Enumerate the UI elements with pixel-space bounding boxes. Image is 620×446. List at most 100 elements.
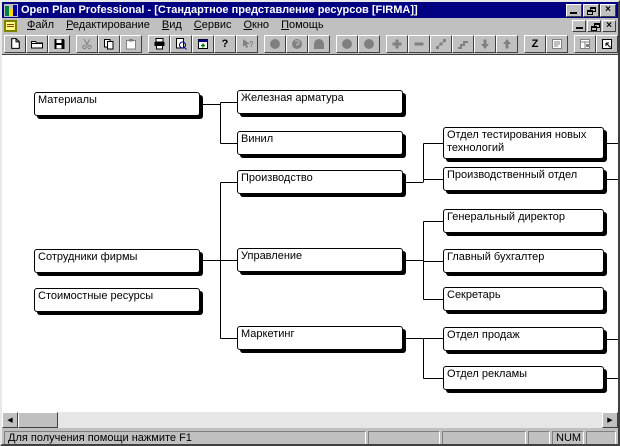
child-restore-button[interactable] [587, 19, 601, 32]
restore-button[interactable] [583, 3, 599, 17]
plus-icon [392, 39, 402, 48]
restore-icon [587, 6, 596, 15]
context-help-button[interactable]: ? [236, 34, 258, 53]
step-chart-button[interactable] [452, 34, 474, 53]
svg-text:?: ? [249, 40, 253, 49]
menu-help[interactable]: Помощь [281, 19, 324, 31]
shape-circle-button-1[interactable] [264, 34, 286, 53]
node-chief-accountant[interactable]: Главный бухгалтер [443, 249, 604, 273]
cut-button[interactable] [76, 34, 98, 53]
shape-circle-button-2[interactable] [336, 34, 358, 53]
node-label: Сотрудники фирмы [38, 251, 138, 263]
app-icon [4, 3, 18, 17]
scroll-right-button[interactable]: ▶ [602, 412, 618, 428]
window-fit-button[interactable] [596, 34, 618, 53]
close-button[interactable]: × [600, 3, 616, 17]
status-bar: Для получения помощи нажмите F1 NUM [2, 428, 618, 444]
help-icon: ? [221, 37, 229, 50]
print-preview-button[interactable] [170, 34, 192, 53]
node-cost-resources[interactable]: Стоимостные ресурсы [34, 288, 200, 312]
edit-resource-button[interactable] [192, 34, 214, 53]
help-button[interactable]: ? [214, 34, 236, 53]
toolbar: ? ? Z [2, 33, 618, 55]
scissors-icon [82, 38, 92, 49]
minimize-button[interactable] [566, 3, 582, 17]
node-marketing[interactable]: Маркетинг [237, 326, 403, 350]
diagram-canvas[interactable]: Материалы Сотрудники фирмы Стоимостные р… [2, 55, 618, 412]
window-split-icon [580, 38, 590, 49]
node-production[interactable]: Производство [237, 170, 403, 194]
menu-view[interactable]: Вид [161, 19, 182, 31]
save-button[interactable] [48, 34, 70, 53]
node-general-director[interactable]: Генеральный директор [443, 209, 604, 233]
scroll-left-button[interactable]: ◀ [2, 412, 18, 428]
shape-circle-button-3[interactable] [358, 34, 380, 53]
circle-icon [342, 38, 352, 49]
copy-button[interactable] [98, 34, 120, 53]
circle-marked-icon [292, 38, 302, 49]
node-secretary[interactable]: Секретарь [443, 287, 604, 311]
node-company-employees[interactable]: Сотрудники фирмы [34, 249, 200, 273]
move-down-button[interactable] [474, 34, 496, 53]
node-production-dept[interactable]: Производственный отдел [443, 167, 604, 191]
node-sales-dept[interactable]: Отдел продаж [443, 327, 604, 351]
sort-z-button[interactable]: Z [524, 34, 546, 53]
status-panel [586, 430, 616, 444]
window-split-button[interactable] [574, 34, 596, 53]
menu-bar: Файл Редактирование Вид Сервис Окно Помо… [2, 18, 618, 33]
link-dots-icon [436, 38, 446, 49]
node-advertising-dept[interactable]: Отдел рекламы [443, 366, 604, 390]
step-chart-icon [458, 40, 468, 49]
rounded-shape-icon [314, 38, 324, 49]
shape-circle-marked-button[interactable] [286, 34, 308, 53]
node-label: Производственный отдел [447, 169, 578, 181]
node-label: Секретарь [447, 289, 501, 301]
window-fit-icon [602, 38, 612, 49]
printer-icon [154, 37, 164, 49]
node-label: Главный бухгалтер [447, 251, 545, 263]
window-title: Open Plan Professional - [Стандартное пр… [21, 4, 418, 16]
connector-lines [203, 102, 618, 379]
num-lock-indicator: NUM [552, 430, 584, 444]
node-label: Управление [241, 250, 303, 262]
link-button[interactable] [430, 34, 452, 53]
title-bar: Open Plan Professional - [Стандартное пр… [2, 2, 618, 18]
menu-window[interactable]: Окно [243, 19, 270, 31]
restore-icon [591, 22, 600, 31]
new-document-icon [10, 38, 20, 49]
node-management[interactable]: Управление [237, 248, 403, 272]
open-button[interactable] [26, 34, 48, 53]
paste-button[interactable] [120, 34, 142, 53]
horizontal-scrollbar[interactable]: ◀ ▶ [2, 412, 618, 428]
child-close-button[interactable]: × [602, 19, 616, 32]
shape-rounded-button[interactable] [308, 34, 330, 53]
minimize-icon [576, 26, 583, 29]
context-help-icon: ? [243, 38, 253, 49]
add-button[interactable] [386, 34, 408, 53]
new-button[interactable] [4, 34, 26, 53]
node-label: Производство [241, 172, 313, 184]
scrollbar-track[interactable] [58, 412, 602, 428]
menu-tools[interactable]: Сервис [193, 19, 232, 31]
node-materials[interactable]: Материалы [34, 92, 200, 116]
node-label: Материалы [38, 94, 97, 106]
circle-icon [270, 38, 280, 49]
arrow-down-icon [481, 39, 489, 49]
node-label: Отдел продаж [447, 329, 520, 341]
scrollbar-thumb[interactable] [18, 412, 58, 428]
child-minimize-button[interactable] [572, 19, 586, 32]
menu-file[interactable]: Файл [27, 19, 55, 31]
node-iron-fittings[interactable]: Железная арматура [237, 90, 403, 114]
move-up-button[interactable] [496, 34, 518, 53]
status-panel [368, 430, 440, 444]
print-button[interactable] [148, 34, 170, 53]
notes-icon [552, 38, 562, 49]
node-vinyl[interactable]: Винил [237, 131, 403, 155]
menu-edit[interactable]: Редактирование [66, 19, 150, 31]
remove-button[interactable] [408, 34, 430, 53]
open-folder-icon [31, 40, 43, 48]
node-label: Генеральный директор [447, 211, 565, 223]
clipboard-icon [126, 38, 136, 49]
node-new-tech-testing-dept[interactable]: Отдел тестирования новых технологий [443, 127, 604, 159]
notes-button[interactable] [546, 34, 568, 53]
